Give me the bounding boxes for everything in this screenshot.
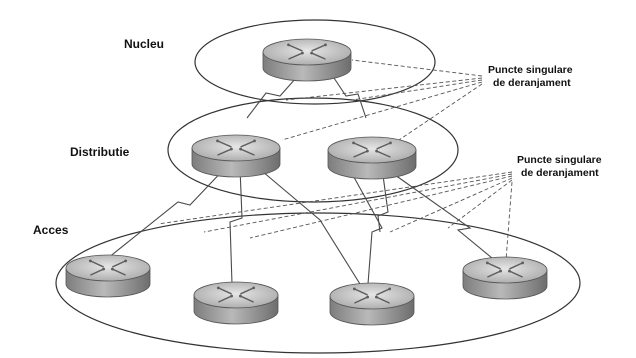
pointer-core-4 bbox=[281, 81, 483, 141]
router-icon bbox=[462, 256, 548, 300]
routers bbox=[65, 38, 548, 326]
router-icon bbox=[329, 282, 415, 326]
pointer-core-3 bbox=[351, 79, 483, 101]
tier-label-access: Acces bbox=[33, 223, 69, 237]
annotation-distribution-line2: de deranjament bbox=[521, 167, 599, 179]
link-core-dist-right bbox=[333, 77, 367, 119]
pointer-dist-4 bbox=[389, 177, 513, 233]
link-core-dist-left bbox=[246, 77, 297, 119]
link-dist-access-5 bbox=[387, 169, 493, 259]
link-dist-access-3 bbox=[349, 169, 383, 285]
link-dist-access-6 bbox=[255, 165, 361, 285]
links bbox=[107, 77, 493, 285]
core-zone bbox=[194, 19, 436, 105]
annotation-core-line2: de deranjament bbox=[493, 77, 571, 89]
annotation-distribution-line1: Puncte singulare bbox=[517, 154, 602, 166]
router-icon bbox=[65, 254, 151, 298]
link-dist-access-4 bbox=[377, 167, 389, 233]
distribution-zone bbox=[167, 97, 459, 203]
router-icon bbox=[327, 136, 417, 180]
annotation-core-line1: Puncte singulare bbox=[488, 64, 573, 76]
pointer-dist-6 bbox=[505, 181, 513, 261]
router-icon bbox=[193, 281, 279, 325]
tier-label-distribution: Distributie bbox=[70, 145, 130, 159]
router-icon bbox=[191, 134, 281, 178]
tier-label-core: Nucleu bbox=[124, 37, 164, 51]
pointer-dist-5 bbox=[447, 179, 513, 229]
annotation-distribution-spof: Puncte singulare de deranjament bbox=[517, 154, 602, 179]
pointer-core-1 bbox=[351, 59, 483, 77]
pointer-dist-1 bbox=[157, 171, 513, 225]
pointer-dist-2 bbox=[203, 173, 513, 233]
router-icon bbox=[262, 38, 352, 82]
pointer-dist-3 bbox=[249, 175, 513, 239]
link-dist-access-2 bbox=[229, 167, 243, 285]
annotation-core-spof: Puncte singulare de deranjament bbox=[488, 64, 573, 89]
link-dist-access-1 bbox=[107, 164, 229, 259]
pointer-core-5 bbox=[395, 83, 483, 143]
access-zone bbox=[55, 212, 581, 354]
spof-pointers-distribution bbox=[157, 171, 513, 261]
spof-pointers-core bbox=[281, 59, 483, 143]
pointer-core-2 bbox=[285, 77, 483, 101]
